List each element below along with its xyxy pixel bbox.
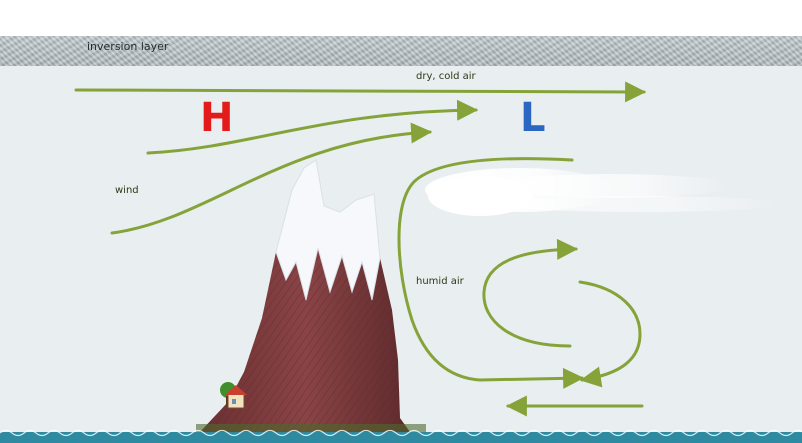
- arrow-outer-loop: [580, 282, 640, 380]
- low-pressure-label: L: [520, 98, 546, 138]
- wind-label: wind: [115, 185, 139, 196]
- arrow-dry-cold-air: [76, 90, 644, 92]
- arrow-inner-loop: [484, 249, 576, 346]
- high-pressure-label: H: [200, 98, 233, 138]
- dry-cold-air-label: dry, cold air: [416, 71, 476, 82]
- water: [0, 431, 802, 443]
- humid-air-label: humid air: [416, 276, 464, 287]
- arrow-wind: [112, 132, 430, 233]
- cloud: [425, 168, 780, 216]
